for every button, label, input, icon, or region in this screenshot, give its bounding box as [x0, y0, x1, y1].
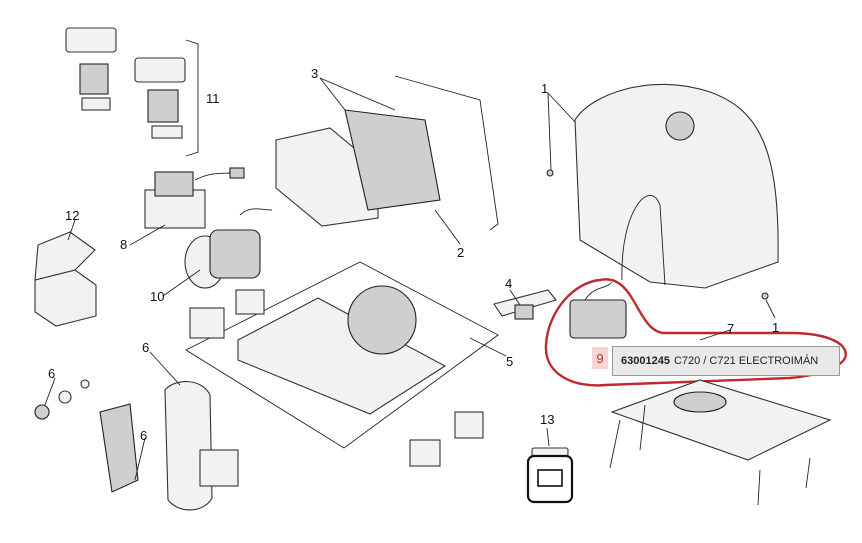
part-code: 63001245: [621, 355, 670, 367]
part-5-base-plate[interactable]: [185, 261, 499, 467]
callout-4: 4: [505, 276, 512, 291]
part-1-cover[interactable]: [546, 83, 779, 300]
callout-3: 3: [311, 66, 318, 81]
highlight-outline: [544, 278, 847, 387]
callout-12: 12: [65, 208, 79, 223]
part-description: C720 / C721 ELECTROIMÁN: [673, 355, 819, 367]
callout-10: 10: [150, 289, 164, 304]
part-12-box[interactable]: [34, 231, 97, 327]
part-tooltip[interactable]: 63001245 C720 / C721 ELECTROIMÁN: [612, 346, 840, 376]
callout-13: 13: [540, 412, 554, 427]
part-9-electromagnet[interactable]: [569, 281, 627, 339]
leader-lines: [44, 77, 776, 481]
callout-8: 8: [120, 237, 127, 252]
part-6-accessories[interactable]: [34, 379, 239, 511]
callout-6-knob: 6: [142, 340, 149, 355]
callout-5: 5: [506, 354, 513, 369]
part-10-motor[interactable]: [184, 208, 273, 289]
part-7-anchor-plate[interactable]: [609, 379, 832, 506]
callout-2: 2: [457, 245, 464, 260]
callout-11: 11: [206, 91, 220, 106]
callout-7: 7: [727, 321, 734, 336]
part-3-control-board[interactable]: [275, 75, 499, 231]
callout-6-washers: 6: [48, 366, 55, 381]
part-11-limit-switches[interactable]: [65, 27, 199, 157]
callout-1-bottom: 1: [772, 320, 779, 335]
part-4-bracket[interactable]: [493, 289, 557, 320]
highlight-part-number: 9: [592, 347, 608, 369]
callout-1-top: 1: [541, 81, 548, 96]
part-13-jar[interactable]: [526, 447, 574, 504]
part-8-transformer[interactable]: [144, 167, 245, 229]
callout-6-key: 6: [140, 428, 147, 443]
